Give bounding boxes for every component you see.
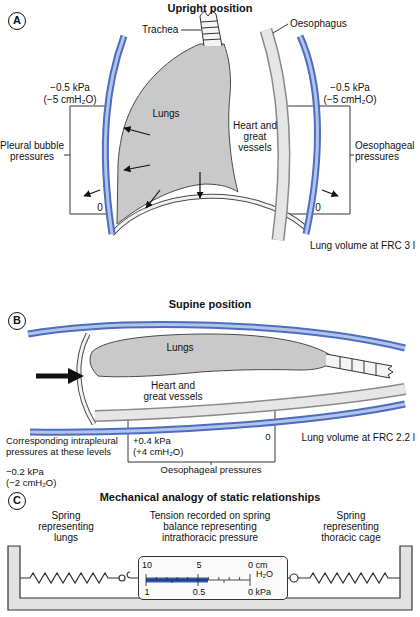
scale-number: 5 (189, 560, 209, 570)
balance-ring (290, 574, 298, 582)
spring-label: Spring representing lungs (26, 510, 106, 543)
structure-label: Trachea (142, 24, 190, 35)
lung-shape: Lungs (86, 330, 338, 380)
chest-wall (300, 36, 317, 234)
trachea (200, 14, 222, 46)
trachea (326, 354, 392, 378)
oesophagus (266, 30, 284, 240)
scale-number: 0 kPa (248, 587, 288, 597)
pressure-value: −0.5 kPa (321, 82, 379, 93)
scale-number: H₂O (256, 569, 286, 579)
mechanical-analogy (8, 546, 412, 610)
scale-number: 0.5 (189, 587, 209, 597)
structure-label: Oesophagus (290, 18, 360, 29)
upright-thorax (105, 30, 317, 240)
oesophagus (266, 30, 284, 240)
lung-shape: Lungs (114, 40, 242, 228)
scale-number: 10 (137, 560, 157, 570)
pressure-label: Oesophageal pressures (151, 465, 271, 476)
pressure-label: Corresponding intrapleural pressures at … (6, 436, 118, 457)
leader-line (181, 30, 201, 31)
pressure-value: 0 (312, 202, 324, 213)
panel-letter: A (8, 12, 26, 30)
structure-label: Heart and great vessels (140, 380, 206, 402)
pressure-value: 0 (262, 432, 274, 443)
lung-label: Lungs (146, 108, 186, 119)
frame (8, 546, 412, 610)
pressure-label: Oesophageal pressures (355, 140, 419, 162)
chest-wall (30, 404, 405, 432)
pressure-value: (−5 cmH₂O) (315, 94, 385, 105)
pressure-value: (−2 cmH₂O) (6, 478, 86, 489)
panel-letter: B (8, 312, 26, 330)
leader-lines (181, 24, 288, 33)
pressure-value: 0 (94, 202, 106, 213)
panel-title: Mechanical analogy of static relationshi… (60, 491, 360, 503)
pressure-value: (+4 cmH₂O) (133, 447, 213, 458)
balance-hook (127, 572, 138, 578)
supine-thorax (28, 325, 405, 433)
panel-title: Upright position (110, 2, 310, 14)
lung-fill (90, 334, 335, 377)
lung-fill (117, 44, 238, 224)
structure-label: Heart and great vessels (232, 120, 278, 153)
balance-ring-stem (288, 577, 290, 578)
pressure-value: (−5 cmH₂O) (35, 94, 105, 105)
trachea (326, 354, 393, 378)
scale-number: 1 (137, 587, 157, 597)
lung-outline (86, 330, 338, 380)
pressure-value: +0.4 kPa (133, 436, 203, 447)
spring-eye (119, 575, 125, 581)
force-arrow (322, 190, 338, 196)
volume-note: Lung volume at FRC 2.2 l (290, 432, 415, 443)
lung-label: Lungs (160, 342, 200, 353)
diaphragm (79, 334, 94, 424)
balance-label: Tension recorded on spring balance repre… (135, 510, 285, 543)
pressure-value: −0.5 kPa (41, 82, 99, 93)
trachea-upright (200, 11, 222, 46)
pressure-value: −0.2 kPa (6, 467, 76, 478)
push-arrow (36, 374, 70, 379)
diaphragm (79, 334, 94, 424)
abdominal-push-arrow (36, 368, 84, 384)
spring-balance: 10 5 0 cmH₂O 1 0.5 0 kPa (138, 556, 288, 600)
scale-number: 0 cm (248, 560, 288, 570)
lung-outline (114, 40, 242, 228)
pressure-label: Pleural bubble pressures (0, 140, 64, 162)
force-arrow (84, 190, 100, 196)
panel-letter: C (8, 492, 26, 510)
spring-label: Spring representing thoracic cage (312, 510, 390, 543)
volume-note: Lung volume at FRC 3 l (290, 240, 415, 251)
chest-wall (300, 36, 317, 234)
trachea (200, 11, 222, 46)
cage-spring (298, 573, 400, 583)
trachea-supine (326, 354, 393, 378)
chest-wall (30, 404, 405, 432)
push-arrow (68, 368, 84, 384)
leader-line (273, 24, 288, 33)
panel-title: Supine position (110, 298, 310, 310)
lung-spring (20, 573, 119, 583)
